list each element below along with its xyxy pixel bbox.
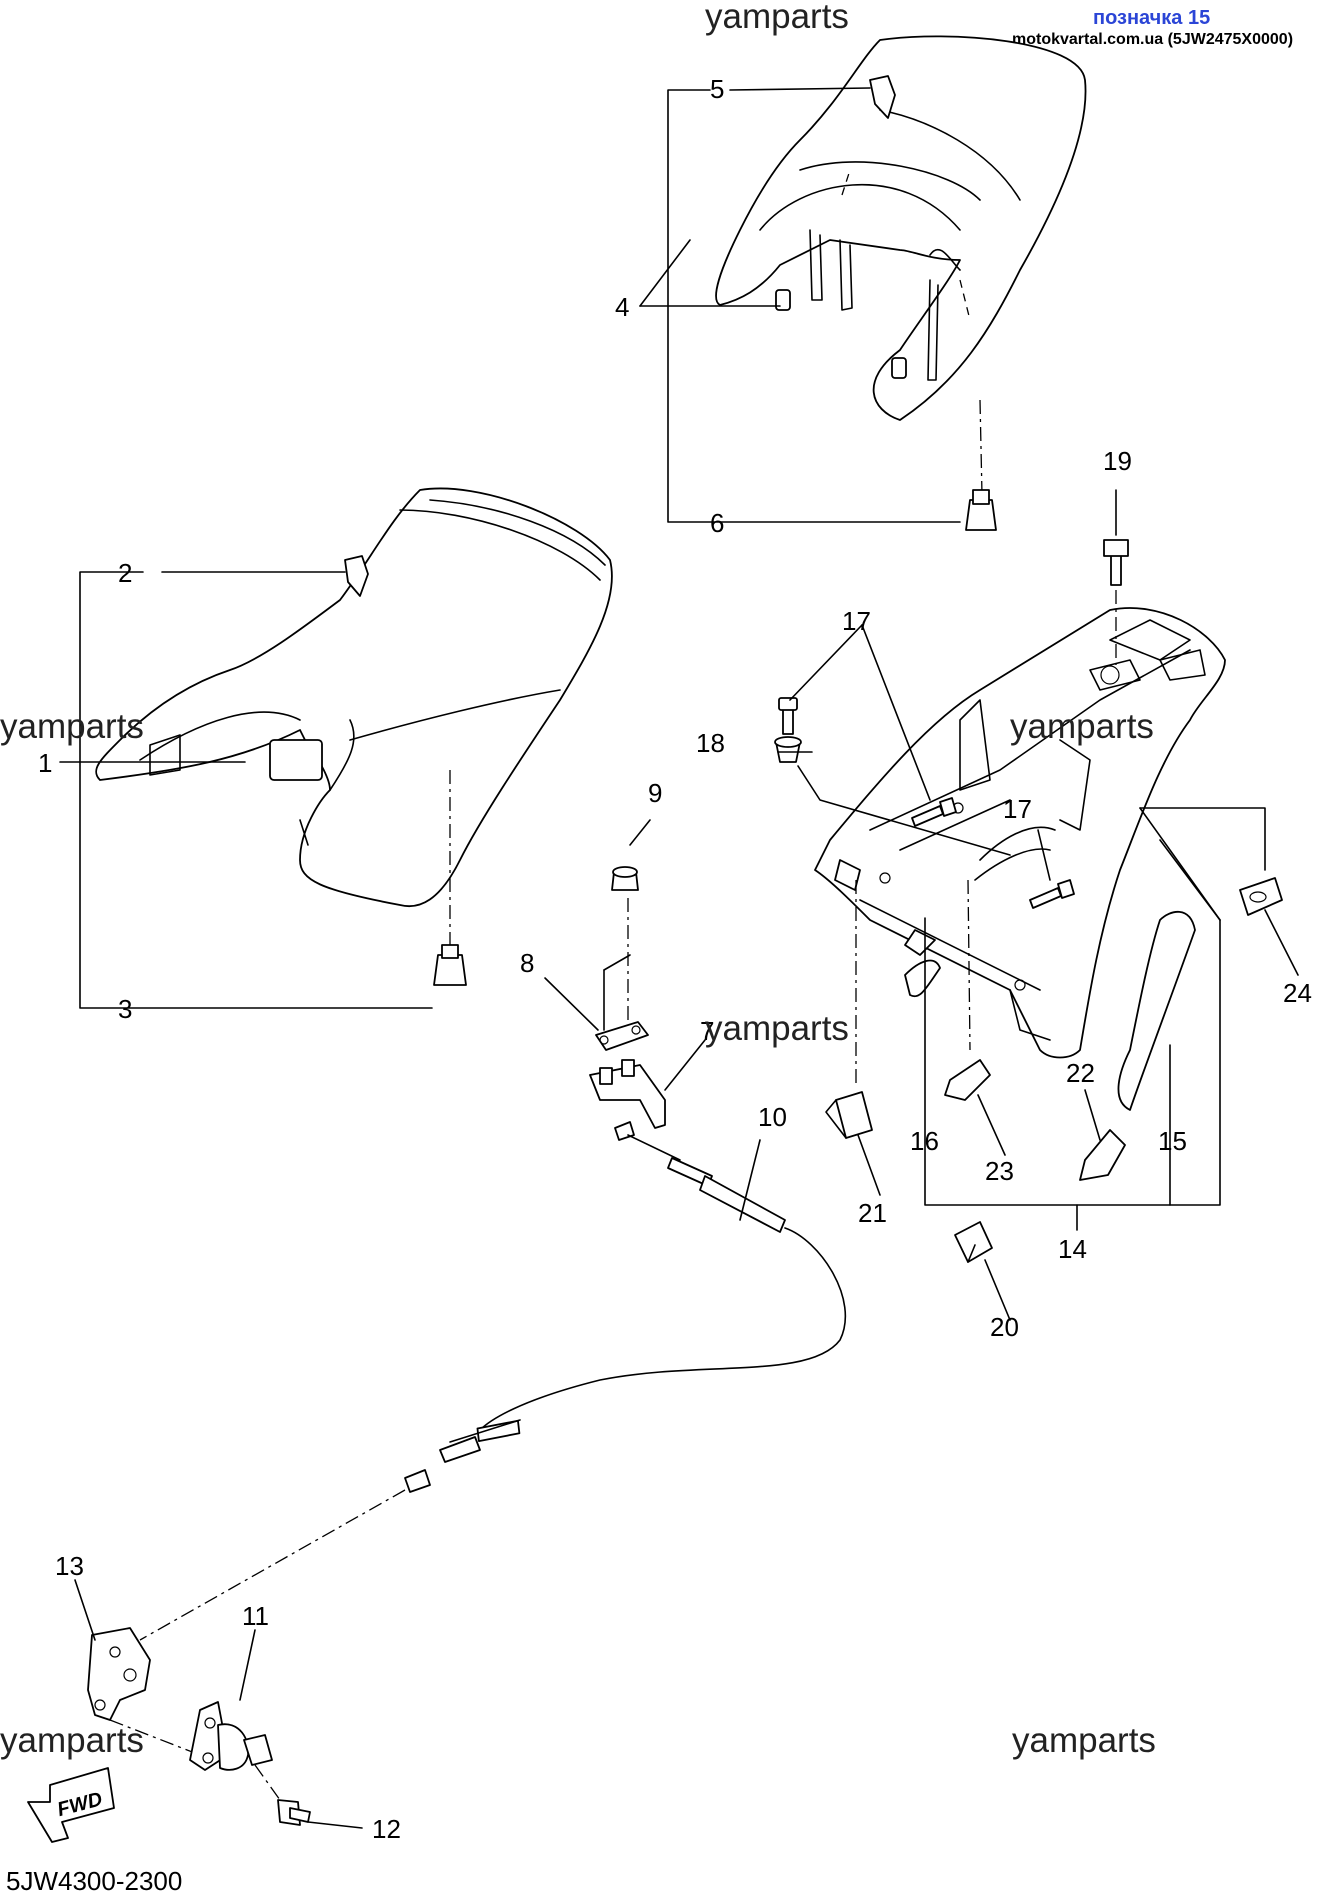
- callout-24: 24: [1283, 978, 1312, 1008]
- clip-21: [825, 1091, 873, 1139]
- plate-8: [595, 954, 649, 1051]
- watermark: yamparts: [705, 0, 849, 36]
- callout-14: 14: [1058, 1234, 1087, 1264]
- callout-16: 16: [910, 1126, 939, 1156]
- callout-9: 9: [648, 778, 662, 808]
- callout-4: 4: [615, 292, 629, 322]
- callout-12: 12: [372, 1814, 401, 1844]
- fwd-arrow-icon: FWD: [27, 1767, 115, 1843]
- callout-15: 15: [1158, 1126, 1187, 1156]
- screw-12: [277, 1799, 311, 1826]
- callout-22: 22: [1066, 1058, 1095, 1088]
- passenger-seat: [715, 35, 1087, 421]
- bolt-17-left: [778, 697, 798, 735]
- grommet-24: [1239, 877, 1283, 916]
- watermark: yamparts: [0, 1721, 144, 1760]
- callout-13: 13: [55, 1551, 84, 1581]
- watermark: yamparts: [705, 1009, 849, 1048]
- collar-18: [774, 736, 802, 763]
- clip-22: [1079, 1129, 1126, 1181]
- callout-18: 18: [696, 728, 725, 758]
- bolt-17-lower: [1029, 879, 1075, 909]
- rear-carrier: [814, 607, 1226, 1111]
- callout-5: 5: [710, 74, 724, 104]
- callout-17-lower: 17: [1003, 794, 1032, 824]
- bolt-19: [1103, 539, 1129, 586]
- callout-7: 7: [700, 1016, 714, 1046]
- callout-19: 19: [1103, 446, 1132, 476]
- bolt-17-upper: [911, 797, 957, 827]
- nut-9: [611, 866, 639, 891]
- callout-11: 11: [242, 1601, 269, 1631]
- callout-21: 21: [858, 1198, 887, 1228]
- callout-8: 8: [520, 948, 534, 978]
- callout-3: 3: [118, 994, 132, 1024]
- watermark: yamparts: [1010, 707, 1154, 746]
- clip-23: [944, 1059, 991, 1101]
- header-label: позначка 15: [1093, 7, 1210, 29]
- callout-1: 1: [38, 748, 52, 778]
- bracket-7: [589, 1059, 666, 1129]
- callout-20: 20: [990, 1312, 1019, 1342]
- key-cylinder-11: [189, 1701, 273, 1771]
- diagram-code: 5JW4300-2300: [6, 1866, 182, 1895]
- callout-6: 6: [710, 508, 724, 538]
- lock-plate-13: [87, 1627, 151, 1721]
- cable-10: [139, 1121, 847, 1641]
- callout-23: 23: [985, 1156, 1014, 1186]
- callout-10: 10: [758, 1102, 787, 1132]
- watermark: yamparts: [0, 707, 144, 746]
- rider-seat: [95, 487, 613, 986]
- callout-2: 2: [118, 558, 132, 588]
- clip-20: [954, 1221, 993, 1263]
- callout-17-upper: 17: [842, 606, 871, 636]
- header-source: motokvartal.com.ua (5JW2475X0000): [1012, 31, 1293, 48]
- watermark: yamparts: [1012, 1721, 1156, 1760]
